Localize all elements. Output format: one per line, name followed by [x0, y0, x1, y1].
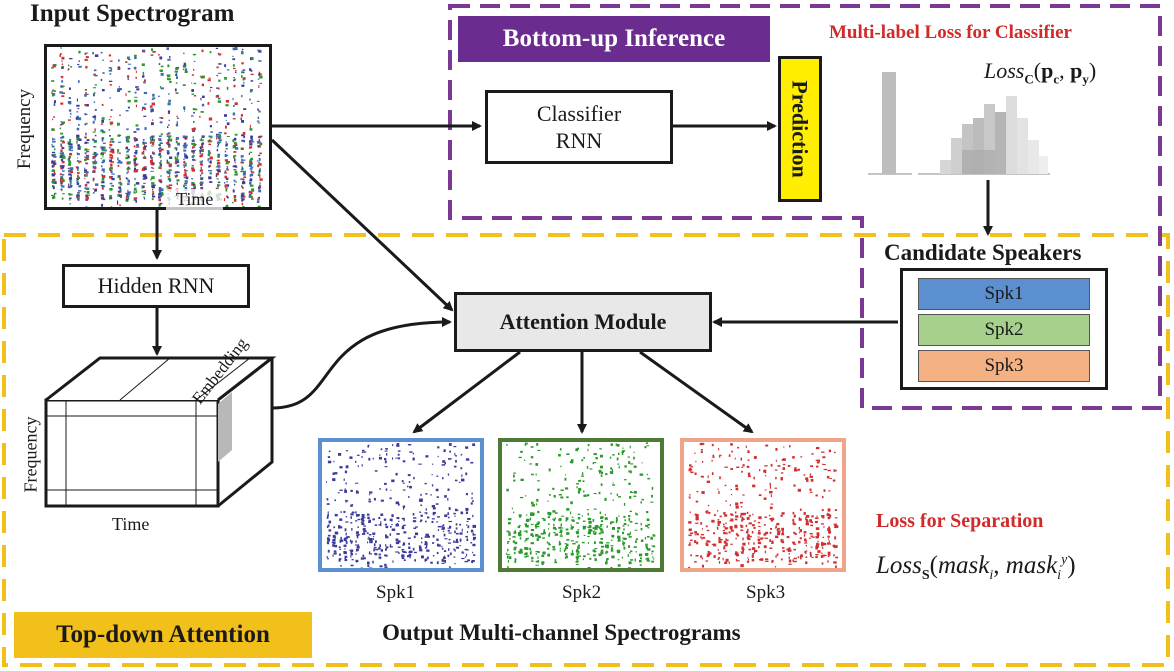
- candidate-spk3: Spk3: [918, 350, 1090, 382]
- classifier-loss-close: ): [1088, 58, 1097, 83]
- candidate-spk1: Spk1: [918, 278, 1090, 310]
- separation-loss-arg2-sub: i: [1057, 568, 1062, 583]
- input-time-label: Time: [166, 189, 224, 210]
- input-frequency-label: Frequency: [14, 88, 35, 170]
- output-spectrogram-spk2: [498, 438, 664, 572]
- arrow-input-to-attention: [270, 138, 454, 312]
- separation-loss-arg2: mask: [1005, 552, 1058, 579]
- output-spectrogram-spk3: [680, 438, 846, 572]
- separation-loss-title: Loss for Separation: [876, 510, 1044, 532]
- classifier-rnn-box: Classifier RNN: [485, 90, 673, 164]
- candidate-spk2: Spk2: [918, 314, 1090, 346]
- attention-module-label: Attention Module: [499, 309, 667, 334]
- bottom-up-region: [448, 4, 1162, 410]
- bottom-up-title: Bottom-up Inference: [458, 16, 770, 62]
- output-title: Output Multi-channel Spectrograms: [382, 620, 741, 645]
- top-down-region: [2, 233, 1170, 667]
- classifier-line2: RNN: [555, 128, 603, 153]
- arrow-attention-to-spk1: [412, 350, 521, 434]
- classifier-loss-sub: C: [1024, 71, 1034, 87]
- cube-time-label: Time: [112, 514, 150, 534]
- top-down-title: Top-down Attention: [14, 612, 312, 658]
- separation-loss-formula: LossS(maski, maskiy): [876, 552, 1076, 583]
- classifier-loss-p1: p: [1041, 58, 1054, 83]
- separation-loss-base: Loss: [876, 552, 922, 579]
- classifier-loss-y: y: [1082, 71, 1089, 87]
- classifier-loss-base: Loss: [984, 58, 1025, 83]
- hidden-rnn-box: Hidden RNN: [62, 264, 250, 308]
- classifier-loss-p2: p: [1070, 58, 1083, 83]
- arrow-attention-to-spk3: [639, 350, 754, 434]
- arrow-embedding-to-attention: [271, 317, 452, 410]
- attention-module-box: Attention Module: [454, 292, 712, 352]
- classifier-histogram: [868, 72, 1050, 175]
- output-spk3-texture: [688, 442, 839, 570]
- candidate-speakers-title: Candidate Speakers: [884, 240, 1082, 265]
- output-spk2-texture: [506, 442, 656, 571]
- output-spk1-texture: [326, 443, 476, 570]
- classifier-line1: Classifier: [536, 100, 622, 126]
- output-spk3-label: Spk3: [746, 582, 786, 603]
- separation-loss-sub: S: [921, 568, 930, 583]
- separation-loss-arg2-sup: y: [1061, 552, 1068, 568]
- classifier-loss-formula: LossC(pc, py): [984, 58, 1096, 87]
- embedding-cube: [44, 356, 277, 508]
- classifier-loss-title: Multi-label Loss for Classifier: [829, 22, 1072, 43]
- prediction-box: Prediction: [778, 56, 822, 202]
- input-spectrogram-title: Input Spectrogram: [30, 0, 235, 27]
- input-spectrogram: [44, 44, 272, 210]
- classifier-loss-open: (: [1033, 58, 1042, 83]
- prediction-label: Prediction: [788, 80, 814, 178]
- output-spk1-label: Spk1: [376, 582, 416, 603]
- classifier-loss-c: c: [1053, 71, 1060, 87]
- separation-loss-arg1-sub: i: [989, 568, 994, 583]
- hidden-rnn-label: Hidden RNN: [97, 273, 215, 298]
- classifier-loss-comma: ,: [1059, 58, 1071, 83]
- cube-frequency-label: Frequency: [20, 416, 41, 493]
- output-spectrogram-spk1: [318, 438, 484, 572]
- input-spectrogram-texture: [51, 47, 263, 207]
- separation-loss-arg1: mask: [938, 552, 990, 579]
- output-spk2-label: Spk2: [562, 582, 602, 603]
